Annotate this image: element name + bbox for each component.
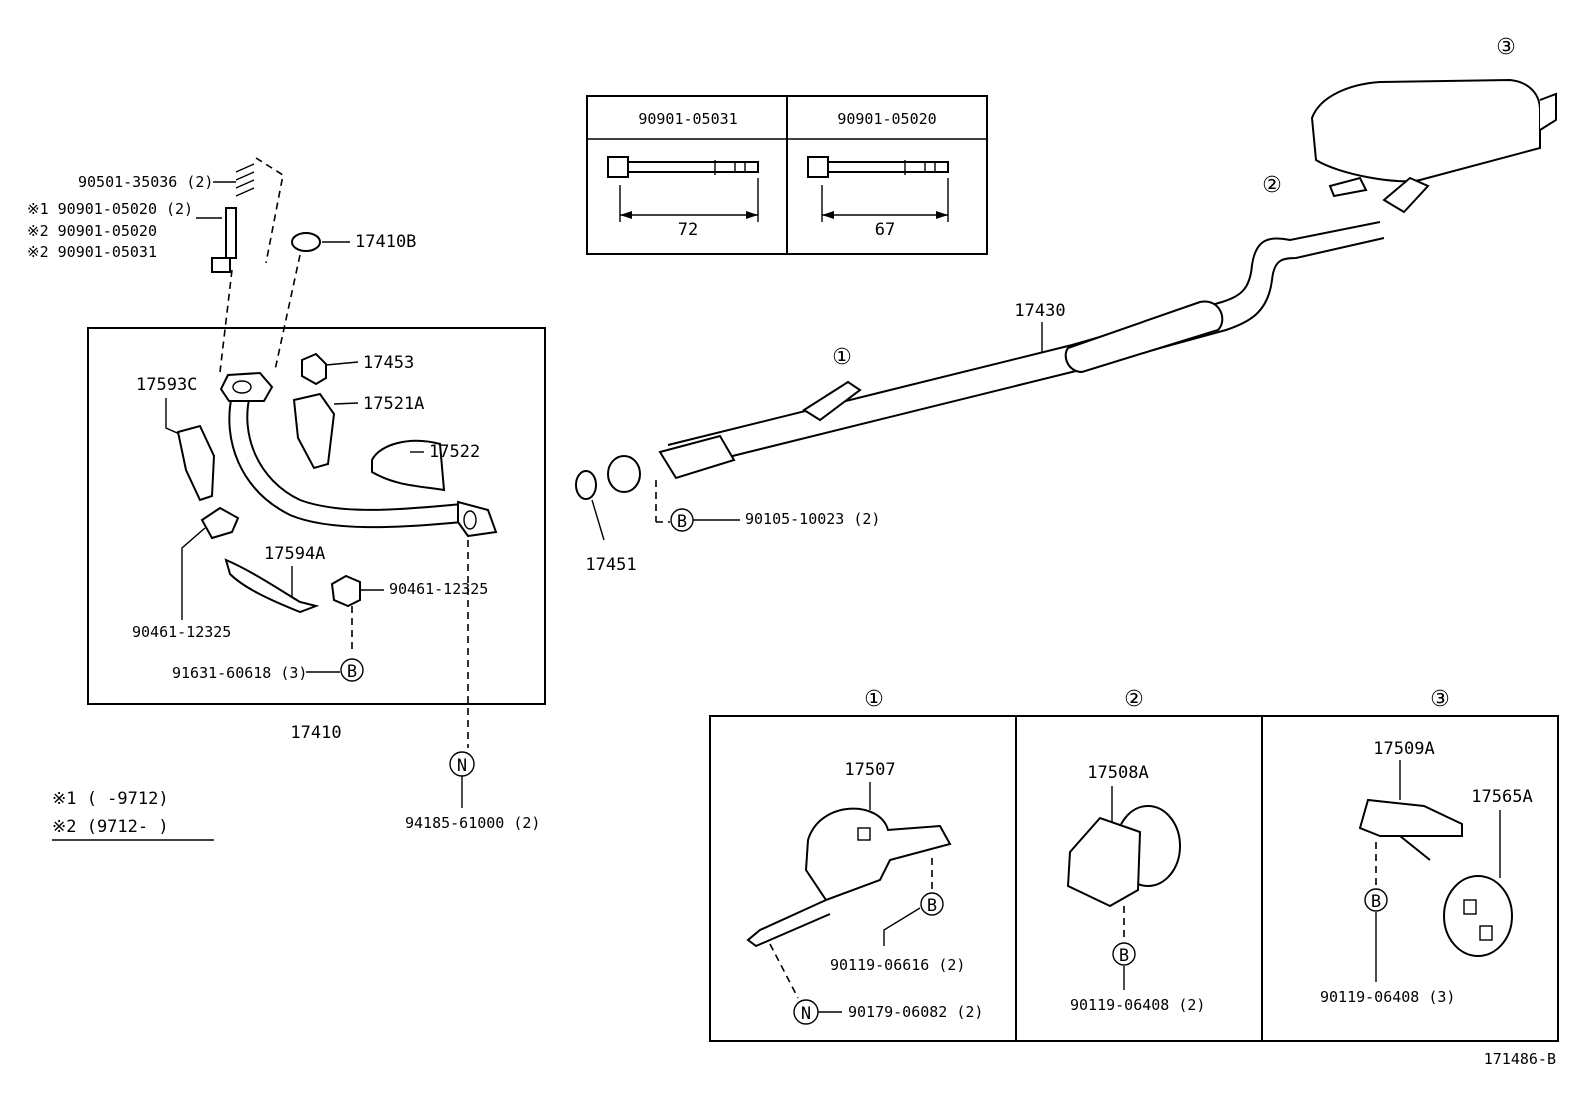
label-17451: 17451 bbox=[585, 555, 636, 575]
gasket-17451-icon bbox=[575, 470, 597, 500]
label-17453: 17453 bbox=[363, 353, 414, 373]
svg-text:B: B bbox=[1119, 946, 1129, 966]
spec-col2-part: 90901-05020 bbox=[837, 110, 936, 128]
label-90501-35036: 90501-35036 (2) bbox=[78, 173, 213, 191]
clamp-17453-icon bbox=[301, 352, 327, 386]
label-90119-06408-box3: 90119-06408 (3) bbox=[1320, 988, 1455, 1006]
svg-text:B: B bbox=[347, 662, 357, 682]
cushion-17565a-icon bbox=[1443, 875, 1513, 957]
svg-text:N: N bbox=[801, 1004, 811, 1024]
label-bolt-b-front: 91631-60618 (3) bbox=[172, 664, 307, 682]
marker-one-box: ① bbox=[864, 687, 884, 712]
drawing-number: 171486-B bbox=[1484, 1050, 1556, 1068]
legend-note2: ※2 (9712- ) bbox=[52, 817, 169, 837]
clamp-right-icon bbox=[330, 574, 361, 608]
marker-three-pipe: ③ bbox=[1496, 35, 1516, 60]
spec-bolt-2 bbox=[807, 156, 949, 222]
marker-b-box3 bbox=[1364, 888, 1388, 912]
label-90119-06408-box2: 90119-06408 (2) bbox=[1070, 996, 1205, 1014]
label-clamp-right: 90461-12325 bbox=[389, 580, 488, 598]
label-17410b: 17410B bbox=[355, 232, 416, 252]
label-17565a: 17565A bbox=[1471, 787, 1532, 807]
label-17509a: 17509A bbox=[1373, 739, 1434, 759]
insulator-17522-icon bbox=[371, 439, 446, 492]
label-note1-bolt: ※1 90901-05020 (2) bbox=[27, 200, 193, 218]
marker-b-box2 bbox=[1112, 942, 1136, 966]
gasket-17410b-icon bbox=[291, 232, 321, 252]
label-17522: 17522 bbox=[429, 442, 480, 462]
insulator-17521a-icon bbox=[292, 392, 336, 470]
label-90119-06616: 90119-06616 (2) bbox=[830, 956, 965, 974]
spec-col1-length: 72 bbox=[678, 220, 698, 240]
marker-b-front bbox=[340, 658, 364, 682]
spec-bolt-1 bbox=[607, 156, 759, 222]
label-17508a: 17508A bbox=[1087, 763, 1148, 783]
spring-bolt-icon bbox=[211, 163, 255, 273]
label-clamp-left: 90461-12325 bbox=[132, 623, 231, 641]
legend-note1: ※1 ( -9712) bbox=[52, 789, 169, 809]
label-17521a: 17521A bbox=[363, 394, 424, 414]
svg-text:B: B bbox=[927, 896, 937, 916]
muffler-icon bbox=[1310, 78, 1557, 214]
label-note2-bolt-b: ※2 90901-05031 bbox=[27, 243, 157, 261]
svg-text:B: B bbox=[677, 512, 687, 532]
svg-text:N: N bbox=[457, 756, 467, 776]
bolt-spec-table: 90901-05031 90901-05020 72 bbox=[586, 95, 988, 255]
pipe-hanger-bracket-icon bbox=[802, 380, 862, 422]
front-pipe-box bbox=[87, 327, 546, 705]
center-exhaust-pipe-icon bbox=[658, 221, 1385, 480]
label-note2-bolt-a: ※2 90901-05020 bbox=[27, 222, 157, 240]
spec-col1-part: 90901-05031 bbox=[638, 110, 737, 128]
marker-two-pipe: ② bbox=[1262, 173, 1282, 198]
hanger-17507-icon bbox=[746, 807, 952, 948]
label-94185-61000: 94185-61000 (2) bbox=[405, 814, 540, 832]
front-flange-icon bbox=[607, 455, 641, 493]
marker-three-box: ③ bbox=[1430, 687, 1450, 712]
marker-b-box1 bbox=[920, 892, 944, 916]
label-17410: 17410 bbox=[290, 723, 341, 743]
shield-17594a-icon bbox=[224, 558, 320, 614]
label-90179-06082: 90179-06082 (2) bbox=[848, 1003, 983, 1021]
hanger-details-box bbox=[709, 715, 1559, 1042]
bracket-17509a-icon bbox=[1358, 798, 1463, 861]
label-90105-10023: 90105-10023 (2) bbox=[745, 510, 880, 528]
spec-col2-length: 67 bbox=[875, 220, 895, 240]
marker-one-pipe: ① bbox=[832, 345, 852, 370]
label-17430: 17430 bbox=[1014, 301, 1065, 321]
marker-two-box: ② bbox=[1124, 687, 1144, 712]
hanger-17508a-icon bbox=[1066, 805, 1181, 908]
shield-17593c-icon bbox=[176, 424, 216, 502]
label-17593c: 17593C bbox=[136, 375, 197, 395]
label-17507: 17507 bbox=[844, 760, 895, 780]
label-17594a: 17594A bbox=[264, 544, 325, 564]
front-pipe-icon bbox=[219, 371, 498, 538]
svg-text:B: B bbox=[1371, 892, 1381, 912]
clamp-left-icon bbox=[200, 506, 240, 540]
